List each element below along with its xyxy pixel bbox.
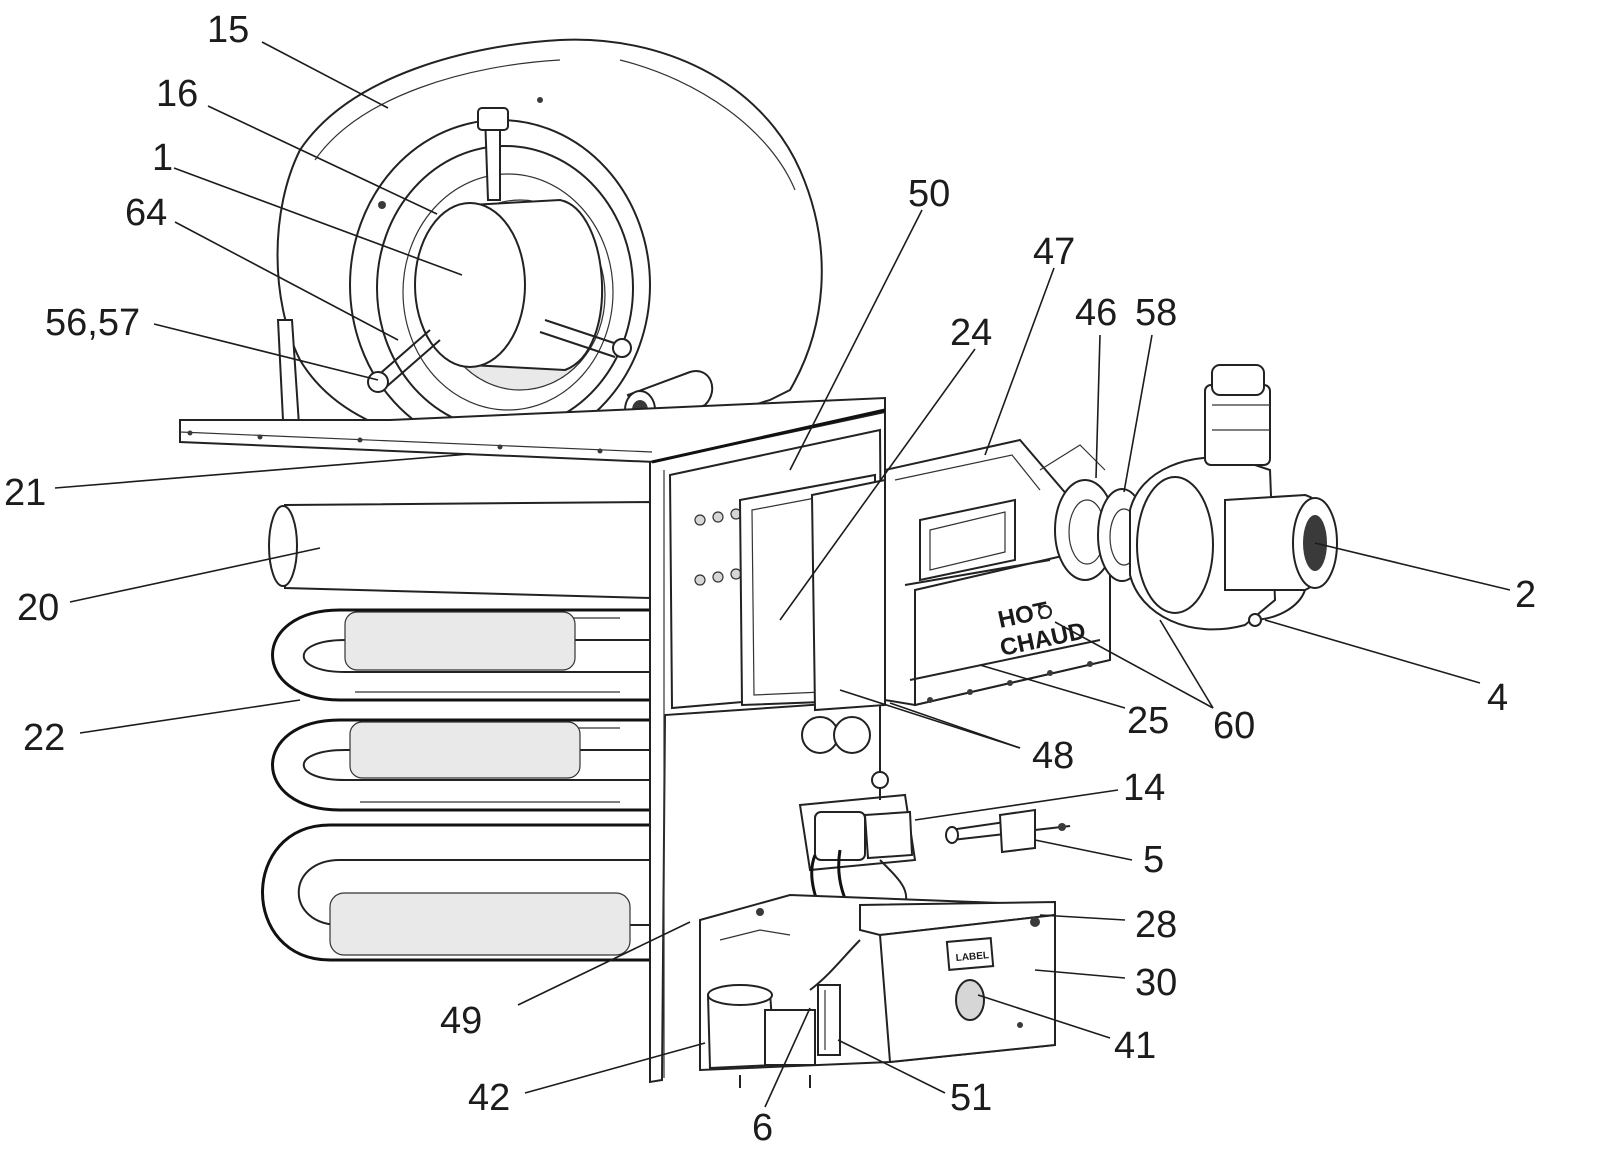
callout-46: 46: [1075, 292, 1117, 334]
callout-47: 47: [1033, 231, 1075, 273]
callout-15: 15: [207, 9, 249, 51]
callout-30: 30: [1135, 962, 1177, 1004]
callout-21: 21: [4, 472, 46, 514]
callout-1: 1: [152, 137, 173, 179]
flame-sensor: [945, 808, 1071, 854]
callout-50: 50: [908, 173, 950, 215]
sight-hole: [955, 979, 985, 1021]
callout-22: 22: [23, 717, 65, 759]
callout-58: 58: [1135, 292, 1177, 334]
gas-valve: [798, 705, 917, 971]
callout-48: 48: [1032, 735, 1074, 777]
callout-51: 51: [950, 1077, 992, 1119]
callout-42: 42: [468, 1077, 510, 1119]
callout-56-57: 56,57: [45, 302, 140, 344]
callouts: 15 16 1 64 56,57 21 20 22 50 24 47 46 58…: [4, 9, 1536, 1149]
top-manifold: [284, 500, 651, 600]
callout-64: 64: [125, 192, 167, 234]
front-panel: [649, 408, 886, 1084]
callout-16: 16: [156, 73, 198, 115]
callout-2: 2: [1515, 574, 1536, 616]
inducer-blower: [1129, 364, 1338, 631]
cover-label-text: LABEL: [955, 950, 989, 964]
callout-60: 60: [1213, 705, 1255, 747]
callout-6: 6: [752, 1107, 773, 1149]
heat-exchanger: [261, 500, 651, 962]
callout-24: 24: [950, 312, 992, 354]
leader-lines: [54, 41, 1511, 1108]
control-box: LABEL: [699, 893, 1056, 1088]
combustion-box: HOT CHAUD: [884, 438, 1111, 707]
callout-41: 41: [1114, 1025, 1156, 1067]
blower-assembly: [276, 38, 823, 451]
blower-motor-face: [414, 202, 526, 368]
callout-4: 4: [1487, 677, 1508, 719]
callout-14: 14: [1123, 767, 1165, 809]
callout-49: 49: [440, 1000, 482, 1042]
callout-25: 25: [1127, 700, 1169, 742]
callout-28: 28: [1135, 904, 1177, 946]
callout-5: 5: [1143, 839, 1164, 881]
callout-20: 20: [17, 587, 59, 629]
